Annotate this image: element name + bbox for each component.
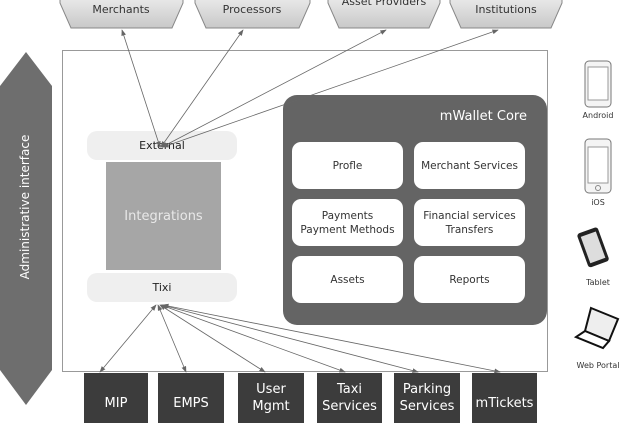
system-label: User [256, 382, 286, 397]
core-title: mWallet Core [439, 109, 527, 124]
module-label: Assets [330, 273, 365, 286]
module-label: Reports [449, 273, 490, 286]
module-label: Profle [332, 159, 363, 172]
tablet-icon [577, 227, 609, 268]
institutions-hex [449, 0, 563, 29]
tixi-layer: Tixi [87, 273, 237, 302]
module-label: Payments [321, 209, 374, 222]
device-web-portal-label: Web Portal [576, 361, 620, 370]
device-tablet-label: Tablet [586, 278, 610, 287]
smartphone-icon [584, 60, 612, 108]
processors-label: Processors [222, 3, 282, 16]
system-label: mTickets [475, 396, 534, 411]
module-label: Merchant Services [421, 159, 518, 172]
module-reports: Reports [414, 256, 525, 303]
external-layer: External [87, 131, 237, 160]
system-label-2: Mgmt [252, 399, 290, 414]
processors-hex [194, 0, 311, 29]
system-label: EMPS [173, 396, 209, 411]
system-label-2: Services [399, 399, 455, 414]
device-android-label: Android [582, 111, 614, 120]
system-label: MIP [104, 396, 128, 411]
system-mip: MIP [84, 373, 148, 423]
module-label-2: Transfers [445, 223, 494, 236]
asset-providers-hex [327, 0, 441, 29]
integrations-block: Integrations [106, 162, 221, 270]
admin-interface-label: Administrative interface [18, 134, 32, 280]
module-merchant-services: Merchant Services [414, 142, 525, 189]
smartphone-icon [584, 138, 612, 194]
institutions-label: Institutions [475, 3, 537, 16]
device-ios-label: iOS [591, 198, 605, 207]
merchants-hex [59, 0, 184, 29]
system-mtickets: mTickets [472, 373, 537, 423]
system-label: Parking [402, 382, 452, 397]
laptop-icon [573, 306, 620, 350]
module-label-2: Payment Methods [300, 223, 395, 236]
admin-arrow [0, 52, 52, 405]
asset-providers-label: Asset Providers [341, 0, 427, 8]
module-profile: Profle [292, 142, 403, 189]
system-emps: EMPS [158, 373, 224, 423]
merchants-label: Merchants [92, 3, 150, 16]
module-label: Financial services [423, 209, 516, 222]
system-label: Taxi [336, 382, 363, 397]
module-assets: Assets [292, 256, 403, 303]
system-label-2: Services [322, 399, 377, 414]
